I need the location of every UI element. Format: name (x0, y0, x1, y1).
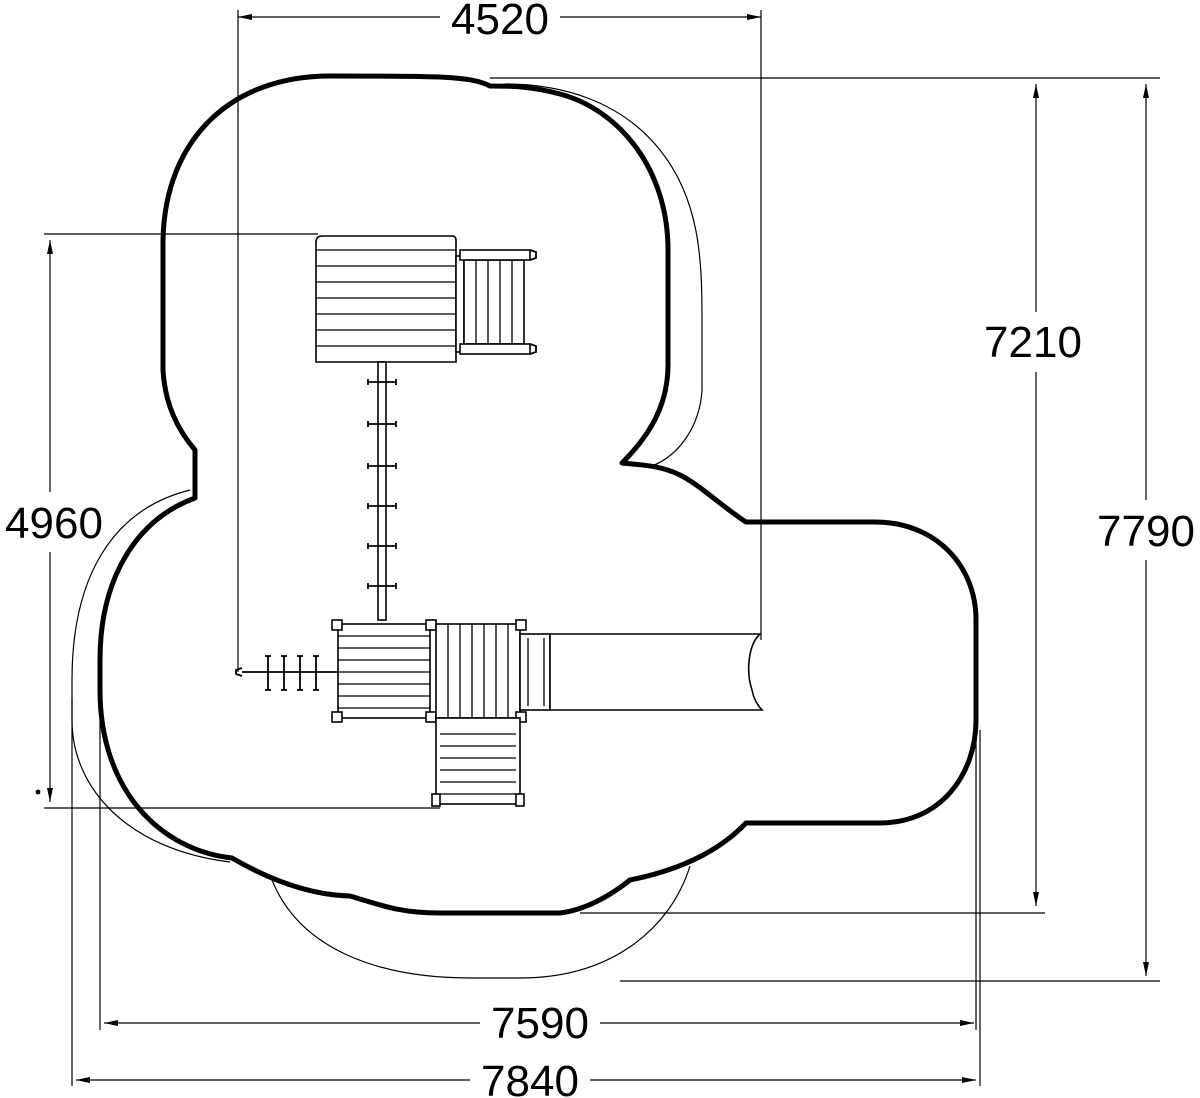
lower-deck-right (435, 619, 527, 723)
monkey-bar-rung (367, 463, 397, 469)
side-climber-rung (313, 655, 319, 691)
dimension-bottom-outer-width: 7840 (481, 1057, 579, 1098)
monkey-bars (367, 361, 397, 621)
monkey-bar-rung (367, 543, 397, 549)
monkey-bar-rung (367, 503, 397, 509)
side-climber-rung (297, 655, 303, 691)
monkey-bar-rung (367, 379, 397, 385)
play-structure (235, 235, 764, 807)
main-safety-zone (97, 73, 979, 916)
dimension-top-width: 4520 (451, 0, 549, 44)
dimension-bottom-inner-width: 7590 (491, 999, 589, 1048)
monkey-bar-rung (367, 421, 397, 427)
dimension-lines (35, 10, 1160, 1086)
upper-ladder (455, 249, 537, 355)
side-climber-rung (265, 655, 271, 691)
slide (519, 633, 764, 711)
upper-deck (315, 235, 457, 363)
dimension-labels: 4520 7210 7790 4960 7590 7840 (5, 0, 1195, 1098)
dimension-right-inner-height: 7210 (984, 318, 1082, 367)
side-climber-rung (281, 655, 287, 691)
outer-safety-zone (71, 83, 703, 979)
side-climber (235, 655, 338, 691)
monkey-bar-rung (367, 583, 397, 589)
lower-ladder (431, 717, 525, 807)
dimension-left-height: 4960 (5, 499, 103, 548)
dimension-right-outer-height: 7790 (1097, 507, 1195, 556)
lower-deck-left (331, 619, 437, 723)
